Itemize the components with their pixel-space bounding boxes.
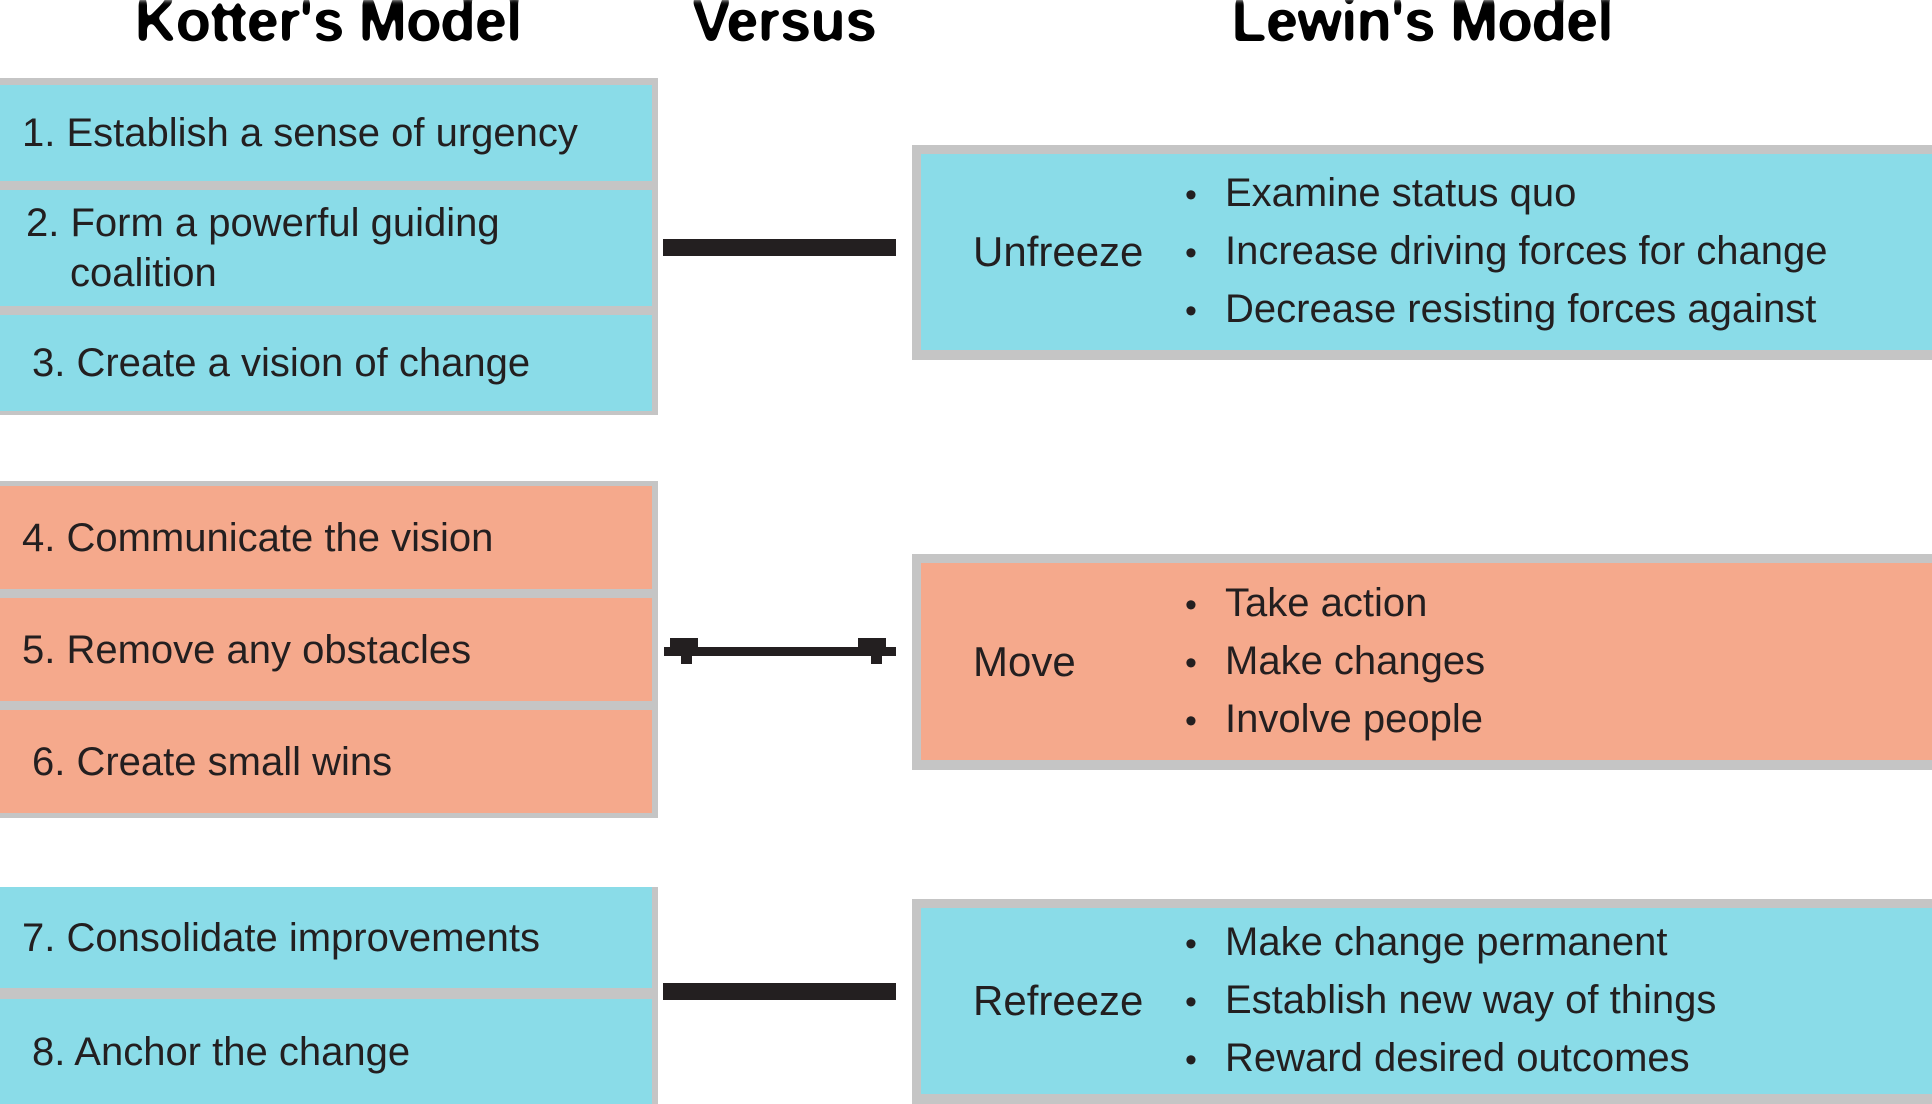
kotter-step-8: 8. Anchor the change	[0, 999, 652, 1104]
bullet-text: Make changes	[1225, 638, 1486, 683]
bullet-dot-icon: •	[1185, 701, 1197, 740]
kotter-group-unfreeze: 1. Establish a sense of urgency 2. Form …	[0, 78, 658, 415]
bullet-dot-icon: •	[1185, 983, 1197, 1021]
bullet-text: Involve people	[1225, 696, 1483, 741]
bullet-dot-icon: •	[1185, 292, 1197, 330]
kotter-step-2: 2. Form a powerful guiding coalition	[0, 190, 652, 306]
lewin-stage-refreeze-bullets: • Make change permanent • Establish new …	[1185, 908, 1932, 1094]
bullet-line: • Increase driving forces for change	[1185, 227, 1932, 277]
kotter-step-1-text: 1. Establish a sense of urgency	[22, 111, 578, 155]
kotter-column-title: Kotter's Model	[0, 0, 656, 44]
bullet-dot-icon: •	[1185, 234, 1197, 272]
bullet-text: Reward desired outcomes	[1225, 1036, 1690, 1080]
bullet-text: Examine status quo	[1225, 171, 1577, 215]
lewin-stage-unfreeze-box: Unfreeze • Examine status quo • Increase…	[921, 154, 1932, 350]
bullet-dot-icon: •	[1185, 585, 1197, 624]
lewin-title-text: Lewin's Model	[1231, 0, 1613, 44]
connector-bar-refreeze	[663, 983, 896, 1000]
kotter-step-5: 5. Remove any obstacles	[0, 598, 652, 701]
kotter-step-6-text: 6. Create small wins	[32, 739, 393, 784]
bullet-line: • Establish new way of things	[1185, 976, 1932, 1026]
bullet-line: • Make change permanent	[1185, 918, 1932, 968]
bullet-line: • Make changes	[1185, 637, 1932, 687]
bullet-text: Take action	[1225, 580, 1428, 625]
lewin-stage-unfreeze-bullets: • Examine status quo • Increase driving …	[1185, 154, 1932, 350]
kotter-step-7-text: 7. Consolidate improvements	[22, 915, 541, 960]
lewin-stage-move: Move • Take action • Make changes • Invo…	[912, 554, 1932, 770]
kotter-step-3-text: 3. Create a vision of change	[32, 341, 531, 385]
bullet-text: Decrease resisting forces against	[1225, 287, 1817, 331]
connector-move-line	[664, 647, 896, 656]
versus-column-title: Versus	[656, 0, 912, 44]
lewin-stage-move-box: Move • Take action • Make changes • Invo…	[921, 563, 1932, 760]
connector-move-right-tick	[871, 638, 882, 664]
lewin-stage-move-label: Move	[973, 637, 1076, 685]
kotter-step-6: 6. Create small wins	[0, 710, 652, 813]
lewin-stage-refreeze: Refreeze • Make change permanent • Estab…	[912, 899, 1932, 1104]
kotter-title-text: Kotter's Model	[134, 0, 522, 44]
bullet-dot-icon: •	[1185, 643, 1197, 682]
lewin-stage-refreeze-box: Refreeze • Make change permanent • Estab…	[921, 908, 1932, 1094]
lewin-column-title: Lewin's Model	[912, 0, 1932, 44]
lewin-stage-refreeze-label: Refreeze	[973, 977, 1144, 1024]
lewin-stage-move-bullets: • Take action • Make changes • Involve p…	[1185, 563, 1932, 760]
lewin-stage-unfreeze: Unfreeze • Examine status quo • Increase…	[912, 145, 1932, 360]
versus-title-text: Versus	[691, 0, 877, 44]
bullet-line: • Take action	[1185, 579, 1932, 629]
versus-title-goo: Versus	[656, 0, 912, 44]
kotter-step-4-text: 4. Communicate the vision	[22, 515, 494, 560]
lewin-title-goo: Lewin's Model	[912, 0, 1932, 44]
kotter-step-3: 3. Create a vision of change	[0, 315, 652, 411]
bullet-dot-icon: •	[1185, 176, 1197, 214]
kotter-step-5-text: 5. Remove any obstacles	[22, 627, 472, 672]
kotter-title-goo: Kotter's Model	[0, 0, 656, 44]
bullet-dot-icon: •	[1185, 925, 1197, 963]
bullet-dot-icon: •	[1185, 1041, 1197, 1079]
connector-move-left-tick	[681, 638, 692, 664]
kotter-step-1: 1. Establish a sense of urgency	[0, 85, 652, 181]
kotter-step-7: 7. Consolidate improvements	[0, 887, 652, 988]
bullet-line: • Reward desired outcomes	[1185, 1034, 1932, 1084]
lewin-stage-unfreeze-label: Unfreeze	[973, 228, 1144, 275]
bullet-text: Establish new way of things	[1225, 978, 1717, 1022]
connector-bar-unfreeze	[663, 239, 896, 256]
kotter-step-8-text: 8. Anchor the change	[32, 1030, 411, 1074]
kotter-group-refreeze: 7. Consolidate improvements 8. Anchor th…	[0, 887, 658, 1104]
bullet-text: Increase driving forces for change	[1225, 229, 1828, 273]
kotter-step-2-text: 2. Form a powerful guiding coalition	[26, 201, 500, 295]
bullet-line: • Examine status quo	[1185, 169, 1932, 219]
kotter-group-move: 4. Communicate the vision 5. Remove any …	[0, 481, 658, 818]
bullet-line: • Involve people	[1185, 695, 1932, 745]
bullet-line: • Decrease resisting forces against	[1185, 285, 1932, 335]
kotter-step-4: 4. Communicate the vision	[0, 486, 652, 589]
bullet-text: Make change permanent	[1225, 920, 1668, 964]
